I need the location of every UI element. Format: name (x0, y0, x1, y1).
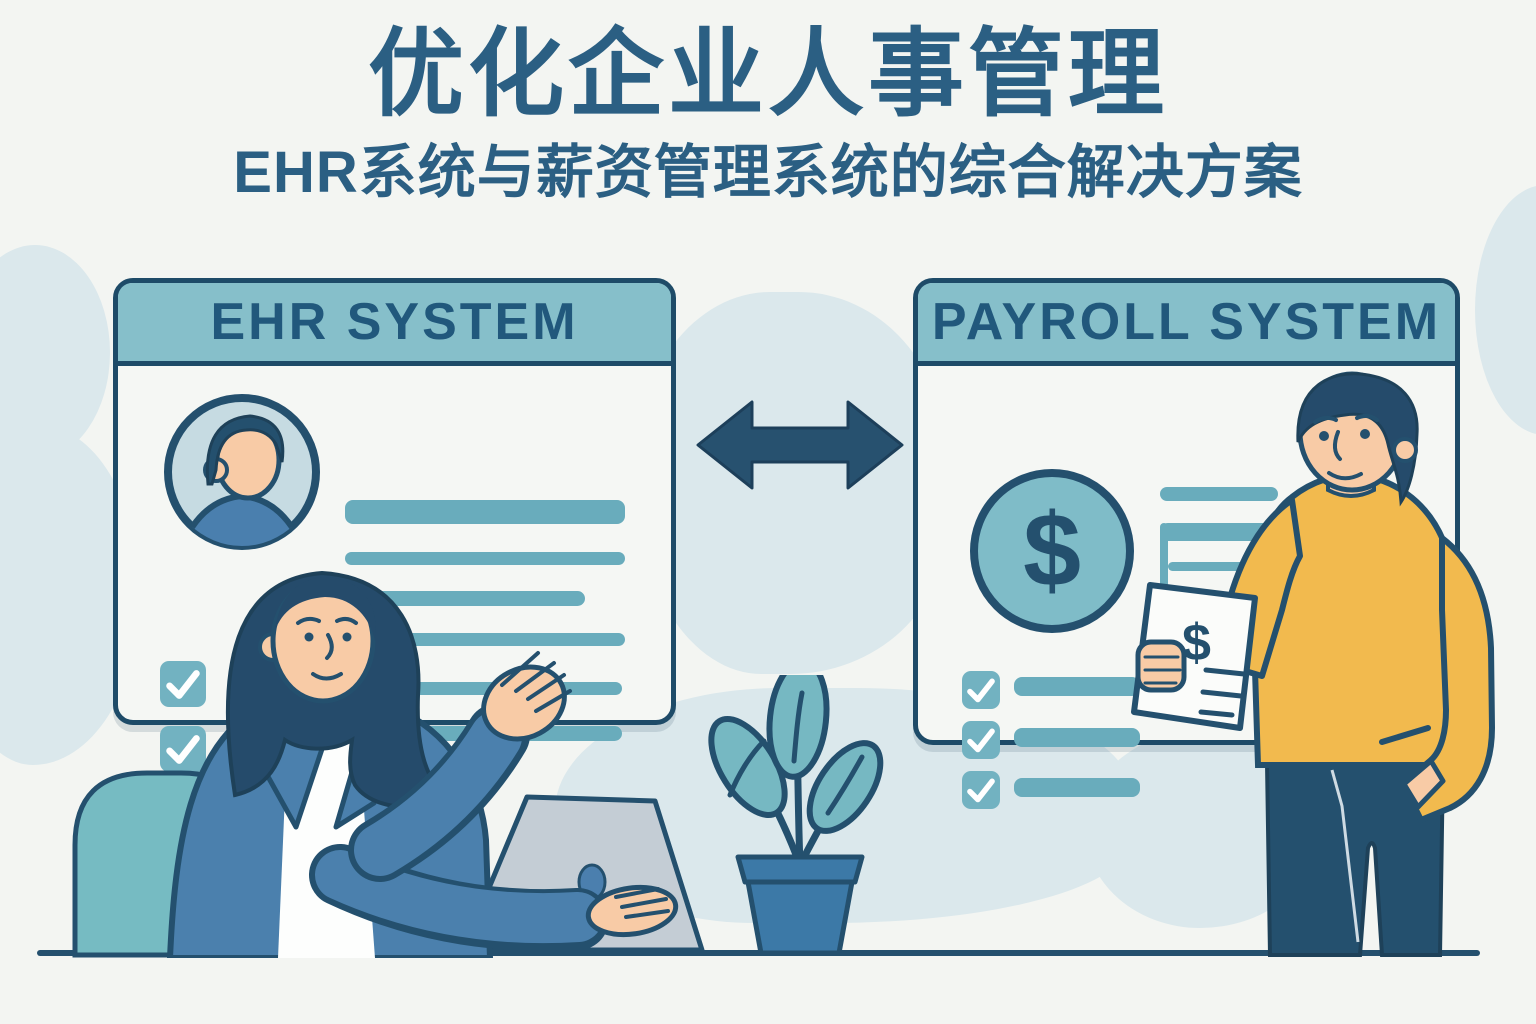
ehr-card-header: EHR SYSTEM (118, 283, 671, 366)
ehr-card-title: EHR SYSTEM (210, 293, 579, 351)
plant-pot (735, 854, 865, 956)
man-holding-payslip: $ (1131, 371, 1495, 957)
check-icon (967, 778, 995, 803)
woman-face (296, 616, 358, 681)
checkbox-checked (160, 661, 206, 707)
table-left-rule (1160, 523, 1168, 638)
payslip-dollar-symbol: $ (1182, 614, 1211, 672)
man-face (1313, 413, 1379, 481)
checkbox-checked (962, 721, 1000, 759)
text-line-bar (1014, 778, 1140, 797)
plant-leaf (806, 740, 884, 834)
plant-leaf (766, 675, 830, 780)
text-line-bar (1168, 562, 1278, 571)
woman-at-laptop (72, 570, 679, 958)
typing-hand (585, 884, 679, 938)
pocket-slit (1379, 725, 1431, 745)
page-title: 优化企业人事管理 (368, 21, 1168, 128)
text-line-bar (345, 552, 625, 565)
text-line-bar (1160, 523, 1278, 541)
checkbox-checked (962, 671, 1000, 709)
dollar-symbol: $ (1023, 492, 1081, 609)
background-blob-middle (633, 292, 947, 674)
check-icon (967, 678, 995, 703)
check-icon (166, 735, 200, 764)
payroll-card-header: PAYROLL SYSTEM (918, 283, 1455, 366)
gripping-hand (1135, 639, 1187, 693)
text-line-bar (345, 591, 585, 606)
text-line-bar (1014, 728, 1140, 747)
payroll-card-title: PAYROLL SYSTEM (931, 293, 1442, 351)
double-headed-arrow-icon (696, 400, 904, 490)
text-line-bar (345, 500, 625, 524)
check-icon (166, 670, 200, 699)
dollar-circle-icon: $ (970, 469, 1134, 633)
potted-plant (708, 675, 884, 956)
checkbox-checked (962, 771, 1000, 809)
gesturing-hand (481, 651, 572, 742)
checkbox-checked (160, 726, 206, 772)
text-line-bar (1160, 487, 1278, 501)
user-avatar-icon (164, 394, 320, 550)
text-line-bar (1014, 677, 1140, 696)
hand-in-pocket (1401, 758, 1446, 810)
check-icon (967, 728, 995, 753)
page-subtitle: EHR系统与薪资管理系统的综合解决方案 (233, 140, 1303, 205)
